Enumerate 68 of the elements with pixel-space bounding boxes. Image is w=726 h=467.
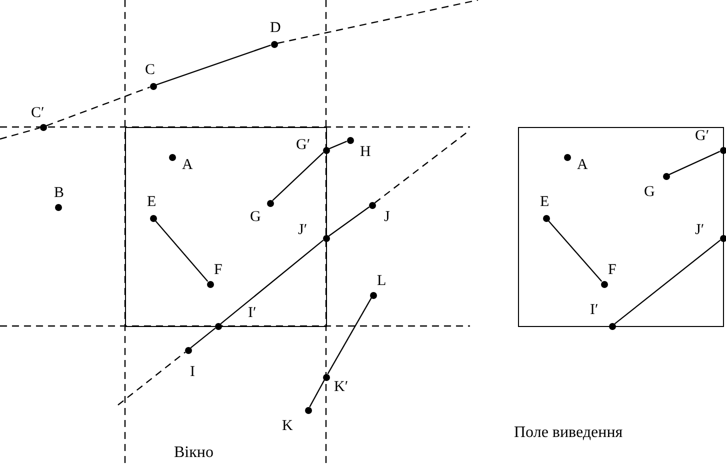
point-dot — [184, 346, 192, 354]
point-label: J′ — [298, 222, 308, 238]
extension-line — [0, 127, 40, 140]
point-label: G — [250, 209, 261, 225]
point-dot — [564, 154, 570, 160]
line-segment — [328, 206, 370, 236]
point-dot — [150, 82, 156, 90]
caption-text: Поле виведення — [514, 424, 623, 442]
point-label: G′ — [296, 137, 310, 153]
extension-line — [277, 0, 478, 44]
point-dot — [206, 280, 214, 288]
point-label: I — [190, 364, 195, 380]
point-dot — [608, 322, 616, 330]
point-label: A — [577, 157, 588, 173]
window-frame — [125, 127, 327, 327]
line-segment — [154, 220, 208, 282]
point-label: C — [145, 62, 156, 78]
point-label: G′ — [695, 128, 710, 144]
line-segment — [548, 220, 602, 282]
point-dot — [720, 146, 726, 154]
point-label: E — [147, 194, 156, 210]
extension-line — [46, 86, 150, 126]
point-label: B — [54, 185, 64, 201]
point-label: F — [608, 262, 616, 278]
point-dot — [720, 234, 726, 242]
point-dot — [322, 374, 330, 380]
point-label: J — [384, 209, 390, 225]
point-label: F — [214, 262, 222, 278]
point-label: L — [377, 273, 386, 289]
point-label: J′ — [695, 222, 704, 238]
line-segment — [329, 140, 347, 150]
point-dot — [54, 204, 62, 210]
line-segment — [272, 152, 324, 202]
point-dot — [322, 234, 330, 242]
point-label: G — [644, 184, 655, 200]
point-label: H — [360, 144, 371, 160]
point-dot — [150, 214, 156, 222]
point-dot — [542, 214, 550, 222]
extension-line — [118, 352, 186, 406]
point-dot — [304, 406, 312, 414]
point-label: K′ — [334, 379, 348, 395]
point-dot — [214, 322, 222, 330]
viewport-frame — [518, 127, 724, 327]
line-segment — [220, 240, 324, 324]
point-dot — [168, 154, 176, 160]
point-label: D — [270, 20, 281, 36]
point-dot — [322, 146, 330, 154]
point-label: A — [182, 157, 193, 173]
point-dot — [40, 124, 46, 130]
point-dot — [600, 280, 608, 288]
caption-text: Вікно — [174, 444, 214, 462]
point-dot — [368, 202, 376, 208]
point-label: C′ — [31, 105, 44, 121]
point-dot — [662, 172, 670, 180]
line-segment — [309, 380, 325, 408]
point-dot — [266, 200, 274, 206]
line-segment — [668, 150, 720, 176]
line-segment — [156, 44, 271, 86]
point-dot — [370, 292, 376, 298]
point-label: I′ — [248, 305, 256, 321]
point-label: I′ — [590, 302, 598, 318]
point-label: E — [540, 194, 550, 210]
line-segment — [614, 240, 721, 324]
line-segment — [327, 298, 372, 374]
line-segment — [190, 328, 216, 348]
point-label: K — [282, 418, 293, 434]
point-dot — [270, 40, 278, 48]
point-dot — [346, 136, 354, 144]
